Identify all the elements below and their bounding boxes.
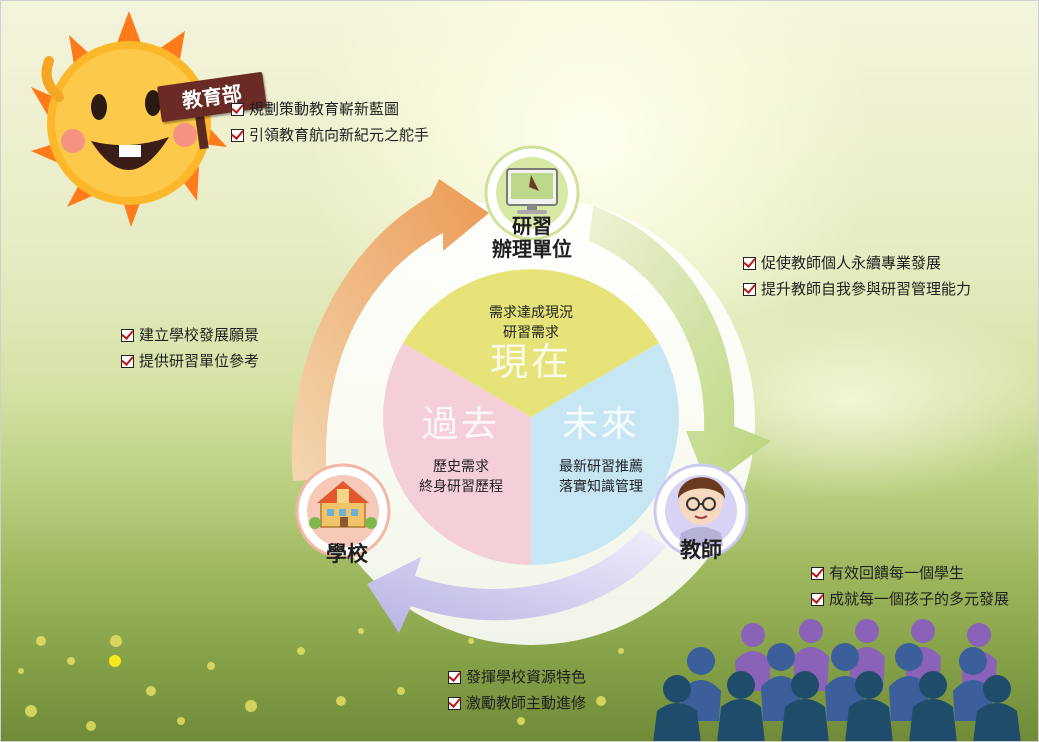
center-pie xyxy=(383,269,679,565)
list-item-text: 規劃策動教育嶄新藍圖 xyxy=(249,100,400,118)
past-desc1: 歷史需求 xyxy=(433,459,489,475)
training-right-list: 促使教師個人永續專業發展 提升教師自我參與研習管理能力 xyxy=(743,250,971,302)
segment-future xyxy=(531,343,679,565)
checkbox-icon xyxy=(448,696,461,710)
future-desc: 最新研習推薦 落實知識管理 xyxy=(541,457,661,497)
future-title: 未來 xyxy=(561,404,640,445)
list-item: 提供研習單位參考 xyxy=(121,348,259,374)
list-item-text: 建立學校發展願景 xyxy=(139,326,260,344)
list-item-text: 發揮學校資源特色 xyxy=(466,668,587,686)
list-item: 促使教師個人永續專業發展 xyxy=(743,250,971,276)
present-desc2: 研習需求 xyxy=(503,325,559,341)
node-school-label: 學校 xyxy=(326,542,368,566)
segment-past xyxy=(383,343,531,565)
checkbox-icon xyxy=(811,566,824,580)
list-item: 成就每一個孩子的多元發展 xyxy=(811,586,1009,612)
present-desc1: 需求達成現況 xyxy=(489,305,573,321)
checkbox-icon xyxy=(811,592,824,606)
arrow-school-to-training xyxy=(291,179,489,481)
list-item: 規劃策動教育嶄新藍圖 xyxy=(231,96,429,122)
list-item: 激勵教師主動進修 xyxy=(448,690,586,716)
ministry-list: 規劃策動教育嶄新藍圖 引領教育航向新紀元之舵手 xyxy=(231,96,429,148)
list-item-text: 激勵教師主動進修 xyxy=(466,694,587,712)
checkbox-icon xyxy=(448,670,461,684)
list-item-text: 促使教師個人永續專業發展 xyxy=(761,254,942,272)
list-item: 引領教育航向新紀元之舵手 xyxy=(231,122,429,148)
past-desc: 歷史需求 終身研習歷程 xyxy=(401,457,521,497)
list-item: 建立學校發展願景 xyxy=(121,322,259,348)
teacher-avatar-icon xyxy=(677,477,725,546)
list-item-text: 提供研習單位參考 xyxy=(139,352,260,370)
present-desc: 需求達成現況 研習需求 xyxy=(461,303,601,343)
arrow-teacher-to-school xyxy=(367,529,666,633)
bottom-list: 發揮學校資源特色 激勵教師主動進修 xyxy=(448,664,586,716)
node-teacher-label: 教師 xyxy=(680,538,722,562)
past-desc2: 終身研習歷程 xyxy=(419,479,503,495)
checkbox-icon xyxy=(231,128,244,142)
training-line1: 研習 xyxy=(512,214,552,238)
teacher-right-list: 有效回饋每一個學生 成就每一個孩子的多元發展 xyxy=(811,560,1009,612)
list-item-text: 提升教師自我參與研習管理能力 xyxy=(761,280,972,298)
training-line2: 辦理單位 xyxy=(492,237,572,261)
node-training-label: 研習 辦理單位 xyxy=(482,215,582,261)
future-desc1: 最新研習推薦 xyxy=(559,459,643,475)
list-item: 有效回饋每一個學生 xyxy=(811,560,1009,586)
list-item: 提升教師自我參與研習管理能力 xyxy=(743,276,971,302)
arrow-training-to-teacher xyxy=(589,206,771,487)
past-title: 過去 xyxy=(421,404,500,445)
school-building-icon xyxy=(309,481,377,529)
list-item-text: 成就每一個孩子的多元發展 xyxy=(829,590,1010,608)
segment-present xyxy=(403,269,659,417)
list-item-text: 引領教育航向新紀元之舵手 xyxy=(249,126,430,144)
checkbox-icon xyxy=(743,256,756,270)
checkbox-icon xyxy=(121,328,134,342)
future-desc2: 落實知識管理 xyxy=(559,479,643,495)
list-item-text: 有效回饋每一個學生 xyxy=(829,564,965,582)
list-item: 發揮學校資源特色 xyxy=(448,664,586,690)
school-left-list: 建立學校發展願景 提供研習單位參考 xyxy=(121,322,259,374)
checkbox-icon xyxy=(121,354,134,368)
present-title: 現在 xyxy=(489,340,572,384)
monitor-icon xyxy=(506,168,558,214)
checkbox-icon xyxy=(743,282,756,296)
checkbox-icon xyxy=(231,102,244,116)
